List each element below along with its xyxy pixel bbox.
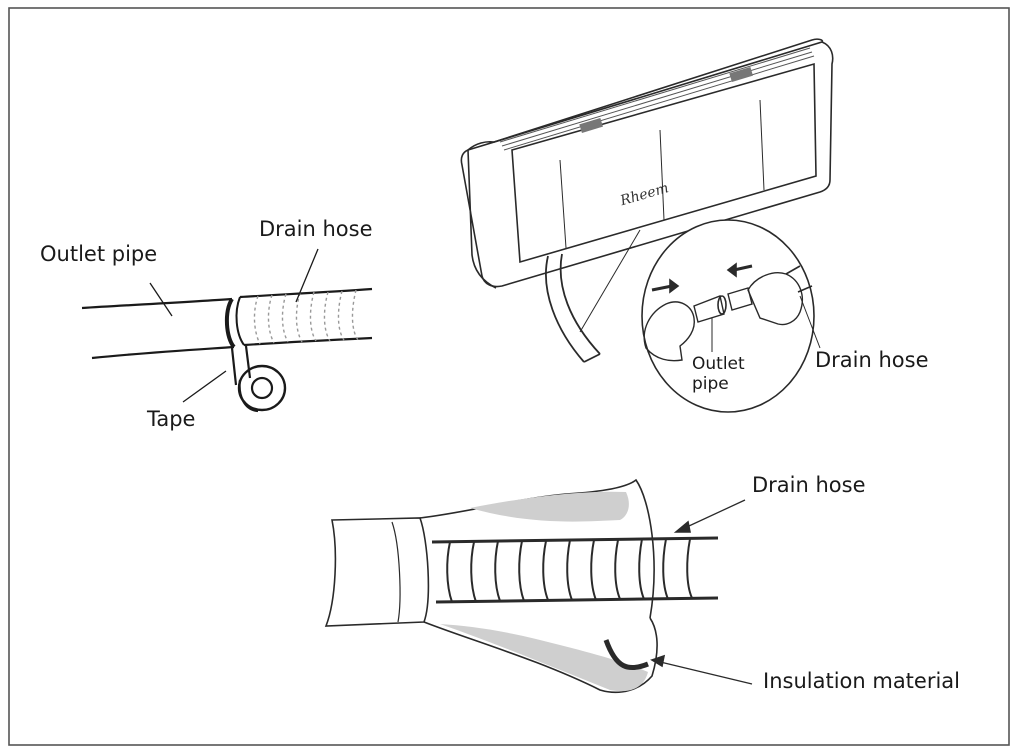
insulation-leader: [651, 659, 753, 685]
figure-frame: [8, 7, 1010, 746]
unit-clip-2: [729, 66, 753, 82]
insulation-leader-head: [650, 654, 666, 668]
drain-hose-label-bottom: Drain hose: [752, 473, 866, 497]
bottom-drain-hose-leader-head: [673, 520, 691, 533]
insulation-sleeve-bottom: [423, 617, 658, 694]
inset-detail: [641, 219, 821, 413]
bottom-drain-hose-bottom: [435, 596, 719, 604]
bottom-drain-hose-top: [431, 536, 719, 544]
inset-outlet-pipe-end: [717, 295, 727, 315]
drain-hose-leader: [295, 248, 319, 303]
unit-grille: [499, 47, 815, 151]
inset-arrow-right-head: [669, 278, 680, 294]
inset-arrow-left-head: [726, 262, 737, 278]
unit-logo-text: Rheem: [618, 180, 671, 209]
insulation-shade-top: [470, 491, 629, 522]
unit-rib-2: [659, 129, 665, 221]
outlet-pipe-top-edge: [81, 297, 233, 310]
unit-top-edge: [467, 38, 824, 151]
insulated-pipe-left-edge: [391, 521, 401, 623]
drain-hose-label-inset: Drain hose: [815, 348, 929, 372]
insulated-pipe-left: [324, 517, 430, 627]
tape-leader: [182, 370, 227, 403]
outlet-pipe-bottom-edge: [91, 345, 235, 360]
outlet-pipe-leader: [149, 282, 173, 317]
outlet-pipe-label: Outlet pipe: [40, 242, 158, 266]
tape-roll-inner: [250, 376, 274, 400]
insulation-shade-bottom: [440, 624, 648, 692]
drain-hose-bottom-edge: [243, 336, 373, 347]
pipe-tape-illustration: [81, 248, 373, 413]
inset-connector: [727, 287, 753, 311]
tape-band-inner: [235, 296, 245, 346]
unit-rib-1: [559, 159, 567, 249]
inset-arrow-left: [733, 264, 753, 272]
drain-hose-corrugation: [253, 289, 359, 345]
unit-back-outline: [460, 41, 834, 288]
inset-drain-hose-leader: [799, 295, 821, 349]
tape-label: Tape: [147, 407, 196, 431]
inset-circle: [641, 219, 815, 413]
right-hand: [747, 272, 804, 326]
left-hand: [643, 301, 695, 362]
drain-hose-top-edge: [239, 287, 373, 299]
outlet-pipe-inset-line1: Outlet: [692, 354, 745, 374]
inset-arrow-right: [651, 284, 673, 292]
unit-clip-1: [579, 117, 603, 133]
bottom-drain-hose-ribs: [446, 538, 693, 603]
drain-hose-label-top: Drain hose: [259, 217, 373, 241]
tape-strip: [230, 345, 252, 386]
insulation-illustration: [324, 478, 753, 694]
inset-leader-top: [579, 229, 641, 333]
unit-rib-3: [759, 99, 765, 191]
unit-inner-panel: [511, 62, 817, 264]
unit-side: [467, 149, 497, 289]
inset-drain-hose: [785, 265, 813, 293]
unit-drain-hose: [545, 253, 601, 363]
outlet-pipe-inset-line2: pipe: [692, 373, 729, 394]
insulation-fold: [603, 639, 649, 671]
unit-drain-hose-end: [583, 353, 601, 363]
tape-band: [225, 297, 236, 349]
insulation-material-label: Insulation material: [763, 669, 961, 693]
tape-roll-side: [238, 379, 259, 413]
outlet-pipe-label-inset: Outlet pipe: [692, 354, 745, 394]
